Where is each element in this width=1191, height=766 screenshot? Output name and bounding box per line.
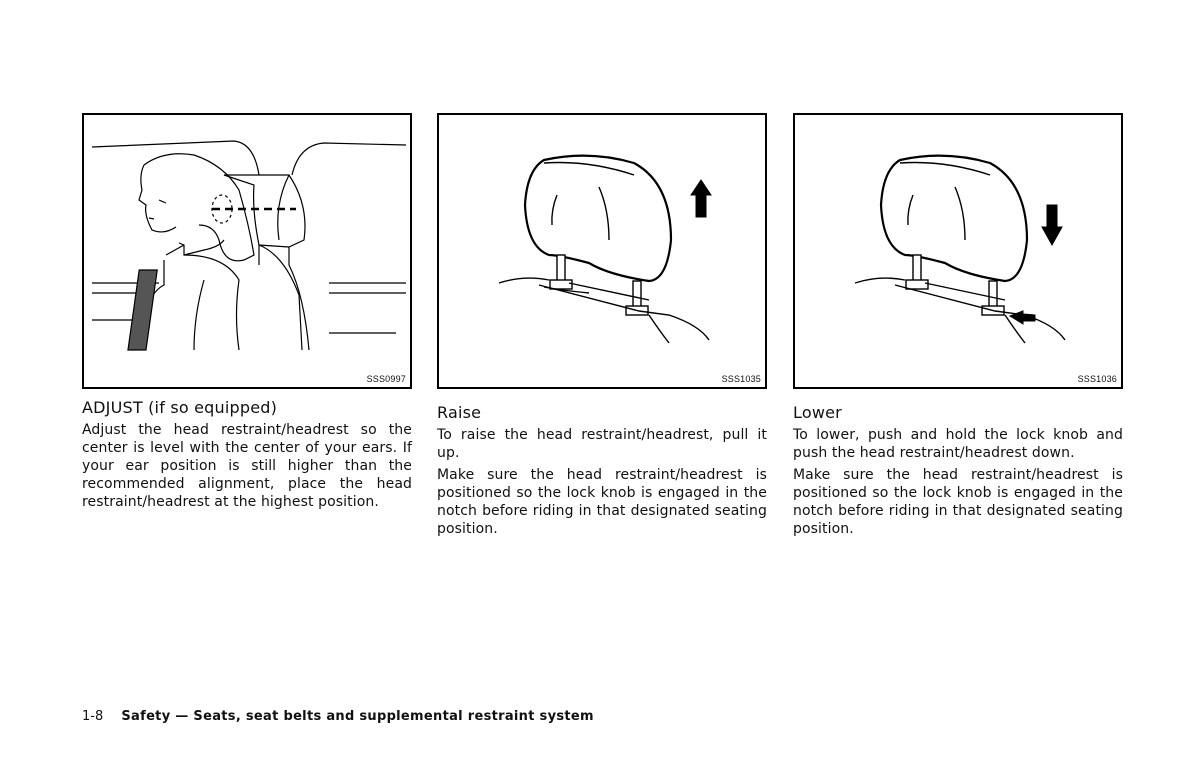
paragraph: Adjust the head restraint/headrest so th…	[82, 422, 412, 510]
section-raise: SSS1035 Raise To raise the head restrain…	[437, 113, 767, 542]
figure-code: SSS1035	[721, 374, 761, 384]
section-title: Safety — Seats, seat belts and supplemen…	[121, 709, 594, 724]
seated-person-illustration	[91, 140, 407, 351]
figure-code: SSS1036	[1077, 374, 1117, 384]
paragraph: To lower, push and hold the lock knob an…	[793, 427, 1123, 461]
paragraph: To raise the head restraint/headrest, pu…	[437, 427, 767, 461]
figure-raise-headrest: SSS1035	[437, 113, 767, 389]
paragraph: Make sure the head restraint/headrest is…	[793, 467, 1123, 537]
headrest-raise-illustration	[498, 154, 712, 344]
section-adjust: SSS0997 ADJUST (if so equipped) Adjust t…	[82, 113, 412, 515]
heading-adjust: ADJUST (if so equipped)	[82, 398, 278, 417]
heading-raise: Raise	[437, 403, 482, 422]
headrest-lower-illustration	[854, 154, 1066, 344]
paragraph: Make sure the head restraint/headrest is…	[437, 467, 767, 537]
page-number: 1-8	[82, 709, 104, 724]
figure-code: SSS0997	[366, 374, 406, 384]
page-footer: 1-8 Safety — Seats, seat belts and suppl…	[82, 709, 594, 724]
section-lower: SSS1036 Lower To lower, push and hold th…	[793, 113, 1123, 542]
figure-lower-headrest: SSS1036	[793, 113, 1123, 389]
heading-lower: Lower	[793, 403, 842, 422]
figure-adjust-headrest: SSS0997	[82, 113, 412, 389]
